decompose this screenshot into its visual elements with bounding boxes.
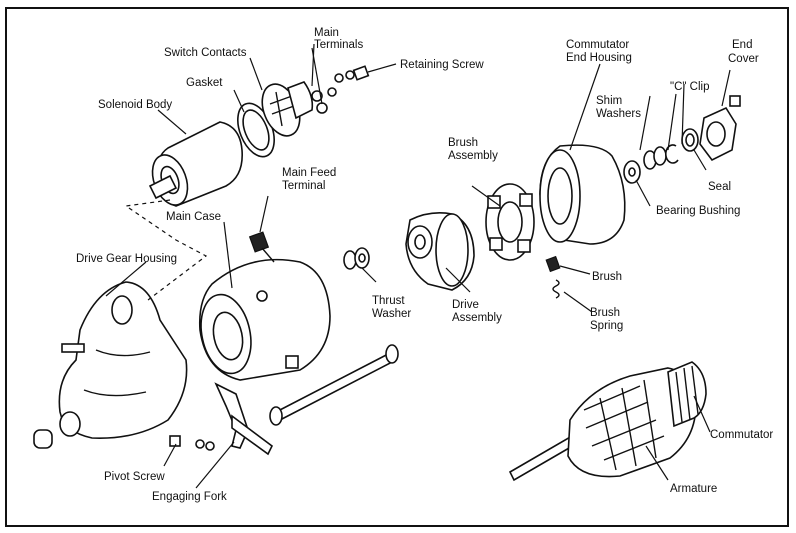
label-brush-spring-line2: Spring bbox=[590, 320, 623, 332]
pivot-screw bbox=[169, 435, 215, 451]
label-shim-washers-line1: Shim bbox=[596, 95, 622, 107]
label-retaining-screw: Retaining Screw bbox=[400, 59, 484, 71]
commutator-end-housing bbox=[539, 144, 626, 245]
label-c-clip: "C" Clip bbox=[670, 81, 709, 93]
brush-assembly bbox=[485, 183, 535, 261]
shim-washers bbox=[643, 146, 667, 170]
label-engaging-fork: Engaging Fork bbox=[152, 491, 227, 503]
label-main-terminals-line1: Main bbox=[314, 27, 339, 39]
brush-spring bbox=[552, 279, 560, 299]
c-clip bbox=[664, 144, 679, 164]
label-end-cover-line2: Cover bbox=[728, 53, 759, 65]
label-armature: Armature bbox=[670, 483, 717, 495]
main-case bbox=[198, 231, 331, 381]
label-brush-assembly-line2: Assembly bbox=[448, 150, 498, 162]
label-drive-gear-housing: Drive Gear Housing bbox=[76, 253, 177, 265]
label-commutator-end-housing-line2: End Housing bbox=[566, 52, 632, 64]
label-gasket: Gasket bbox=[186, 77, 223, 89]
label-thrust-washer-line1: Thrust bbox=[372, 295, 405, 307]
thrust-washer bbox=[343, 247, 370, 270]
seal bbox=[681, 128, 699, 152]
label-bearing-bushing: Bearing Bushing bbox=[656, 205, 740, 217]
label-commutator: Commutator bbox=[710, 429, 773, 441]
label-end-cover-line1: End bbox=[732, 39, 752, 51]
label-brush: Brush bbox=[592, 271, 622, 283]
through-bolt bbox=[269, 344, 399, 426]
leader-lines bbox=[105, 43, 731, 489]
commutator bbox=[667, 361, 707, 428]
drive-assembly bbox=[405, 212, 475, 291]
label-main-case: Main Case bbox=[166, 211, 221, 223]
label-switch-contacts: Switch Contacts bbox=[164, 47, 247, 59]
switch-contacts bbox=[261, 81, 314, 137]
label-main-terminals-line2: Terminals bbox=[314, 39, 363, 51]
label-pivot-screw: Pivot Screw bbox=[104, 471, 165, 483]
alignment-dashed-line bbox=[124, 199, 208, 301]
label-brush-spring-line1: Brush bbox=[590, 307, 620, 319]
label-solenoid-body: Solenoid Body bbox=[98, 99, 172, 111]
armature bbox=[508, 367, 697, 482]
label-main-feed-terminal-line2: Terminal bbox=[282, 180, 325, 192]
housing-bolt bbox=[61, 343, 85, 353]
drive-gear-housing bbox=[58, 281, 188, 439]
label-shim-washers-line2: Washers bbox=[596, 108, 641, 120]
engaging-fork bbox=[214, 382, 274, 456]
brush bbox=[545, 255, 561, 273]
solenoid-body bbox=[148, 121, 243, 207]
main-terminals bbox=[311, 73, 344, 114]
label-commutator-end-housing-line1: Commutator bbox=[566, 39, 629, 51]
drive-end-bushing bbox=[33, 429, 53, 449]
retaining-screw bbox=[345, 65, 370, 81]
label-seal: Seal bbox=[708, 181, 731, 193]
label-main-feed-terminal-line1: Main Feed bbox=[282, 167, 336, 179]
label-brush-assembly-line1: Brush bbox=[448, 137, 478, 149]
end-cover bbox=[699, 95, 741, 162]
label-thrust-washer-line2: Washer bbox=[372, 308, 411, 320]
label-drive-assembly-line2: Assembly bbox=[452, 312, 502, 324]
label-drive-assembly-line1: Drive bbox=[452, 299, 479, 311]
bearing-bushing bbox=[623, 160, 641, 184]
